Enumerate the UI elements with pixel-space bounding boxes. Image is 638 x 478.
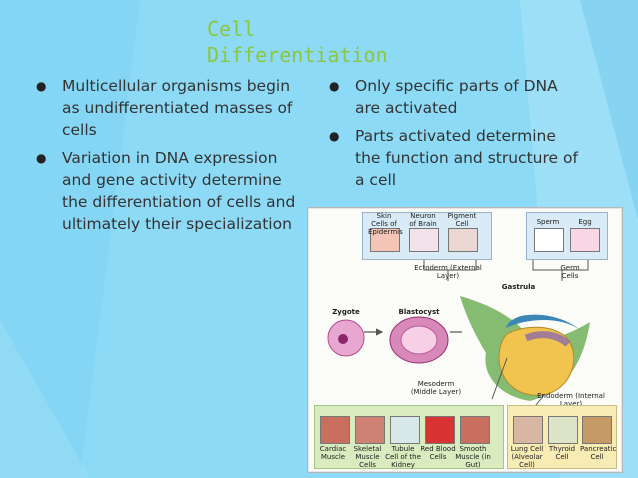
germ-cell-label: Egg [578,218,592,226]
right-bullet-item: ● Only specific parts of DNA are activat… [329,75,585,119]
smooth-muscle-image [460,416,490,444]
embryo-drawing [327,260,590,416]
skeletal-muscle-image [355,416,385,444]
ectoderm-cell-label: Neuron of Brain [409,212,437,228]
left-bullet-column: ● Multicellular organisms begin as undif… [36,75,301,241]
thyroid-cell-image [548,416,578,444]
slide-title: Cell Differentiation [207,17,388,67]
neuron-image [409,228,439,252]
ectoderm-cell-label: Skin Cells of Epidermis [368,212,403,236]
germ-cells-label: Germ Cells [560,264,580,280]
mesoderm-cell-label: Cardiac Muscle [319,445,347,461]
right-bullet-column: ● Only specific parts of DNA are activat… [329,75,585,197]
mesoderm-label: Mesoderm (Middle Layer) [410,380,462,396]
cell-differentiation-figure: Skin Cells of Epidermis Neuron of Brain … [307,207,623,473]
bullet-icon: ● [36,151,47,165]
left-bullet-text: Variation in DNA expression and gene act… [62,149,296,233]
bullet-icon: ● [329,129,340,143]
endoderm-label: Endoderm (Internal Layer) [537,392,605,408]
cardiac-muscle-image [320,416,350,444]
endoderm-cell-label: Pancreatic Cell [580,445,617,461]
bullet-icon: ● [329,79,340,93]
bullet-icon: ● [36,79,47,93]
ectoderm-cell-label: Pigment Cell [447,212,477,228]
pigment-cell-image [448,228,478,252]
skin-cell-image [370,228,400,252]
zygote-label: Zygote [332,308,360,316]
sperm-image [534,228,564,252]
left-bullet-item: ● Variation in DNA expression and gene a… [36,147,301,235]
endoderm-cell-label: Thyroid Cell [548,445,576,461]
mesoderm-cell-label: Tubule Cell of the Kidney [385,445,421,469]
right-bullet-text: Parts activated determine the function a… [355,127,578,189]
right-bullet-text: Only specific parts of DNA are activated [355,77,558,117]
mesoderm-cell-label: Red Blood Cells [420,445,456,461]
pancreatic-cell-image [582,416,612,444]
endoderm-cell-label: Lung Cell (Alveolar Cell) [510,445,544,469]
left-bullet-text: Multicellular organisms begin as undiffe… [62,77,293,139]
left-bullet-item: ● Multicellular organisms begin as undif… [36,75,301,141]
kidney-cell-image [390,416,420,444]
mesoderm-cell-label: Smooth Muscle (in Gut) [455,445,491,469]
germ-cell-label: Sperm [536,218,560,226]
lung-cell-image [513,416,543,444]
blastocyst-label: Blastocyst [398,308,440,316]
right-bullet-item: ● Parts activated determine the function… [329,125,585,191]
red-blood-cell-image [425,416,455,444]
egg-image [570,228,600,252]
mesoderm-cell-label: Skeletal Muscle Cells [353,445,382,469]
gastrula-label: Gastrula [501,283,536,291]
